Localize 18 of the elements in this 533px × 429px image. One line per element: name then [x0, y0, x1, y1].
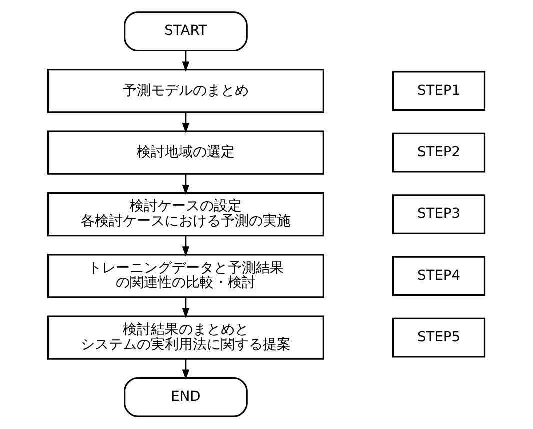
- node-box: STEP1: [392, 71, 486, 112]
- node-box: トレーニングデータと予測結果の関連性の比較・検討: [47, 254, 324, 298]
- node-box: 検討ケースの設定各検討ケースにおける予測の実施: [47, 192, 324, 237]
- arrow: [182, 359, 190, 380]
- node-box: STEP5: [392, 318, 486, 358]
- node-box: START: [124, 12, 248, 52]
- node-box: 予測モデルのまとめ: [47, 69, 324, 114]
- node-box: END: [124, 377, 248, 418]
- node-box: 検討結果のまとめとシステムの実利用法に関する提案: [47, 316, 324, 360]
- node-box: STEP3: [392, 194, 486, 234]
- arrow: [182, 112, 190, 134]
- node-box: STEP2: [392, 132, 486, 173]
- arrow: [182, 236, 190, 257]
- arrow: [182, 50, 190, 72]
- node-box: STEP4: [392, 256, 486, 296]
- arrow: [182, 298, 190, 319]
- node-box: 検討地域の選定: [47, 130, 324, 175]
- arrow: [182, 174, 190, 196]
